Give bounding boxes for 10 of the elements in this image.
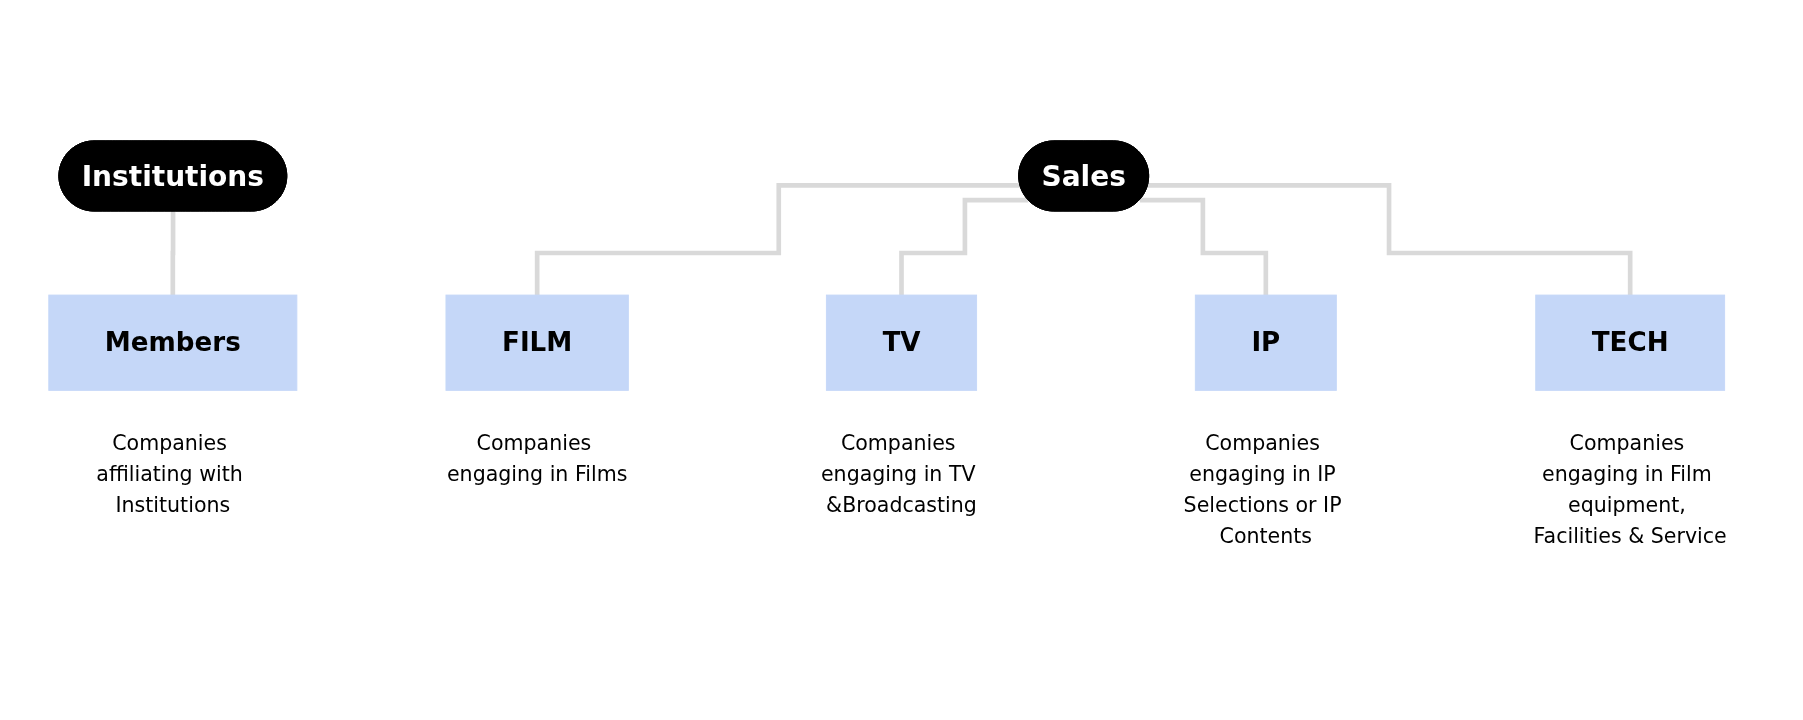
node-label: Companies engaging in IP Selections or IP Contents <box>1183 431 1342 548</box>
node-label: Companies engaging in TV &Broadcasting <box>820 431 977 517</box>
node-box: Members <box>48 294 298 391</box>
node-label: Companies engaging in Film equipment, Facilities & Service <box>1533 431 1727 548</box>
node-box: IP <box>1194 294 1337 391</box>
node-box: TECH <box>1535 294 1726 391</box>
node-box: FILM <box>445 294 629 391</box>
node-label: Companies engaging in Films <box>446 431 628 486</box>
node-label: Companies affiliating with Institutions <box>96 431 243 517</box>
node-box: TV <box>825 294 978 391</box>
